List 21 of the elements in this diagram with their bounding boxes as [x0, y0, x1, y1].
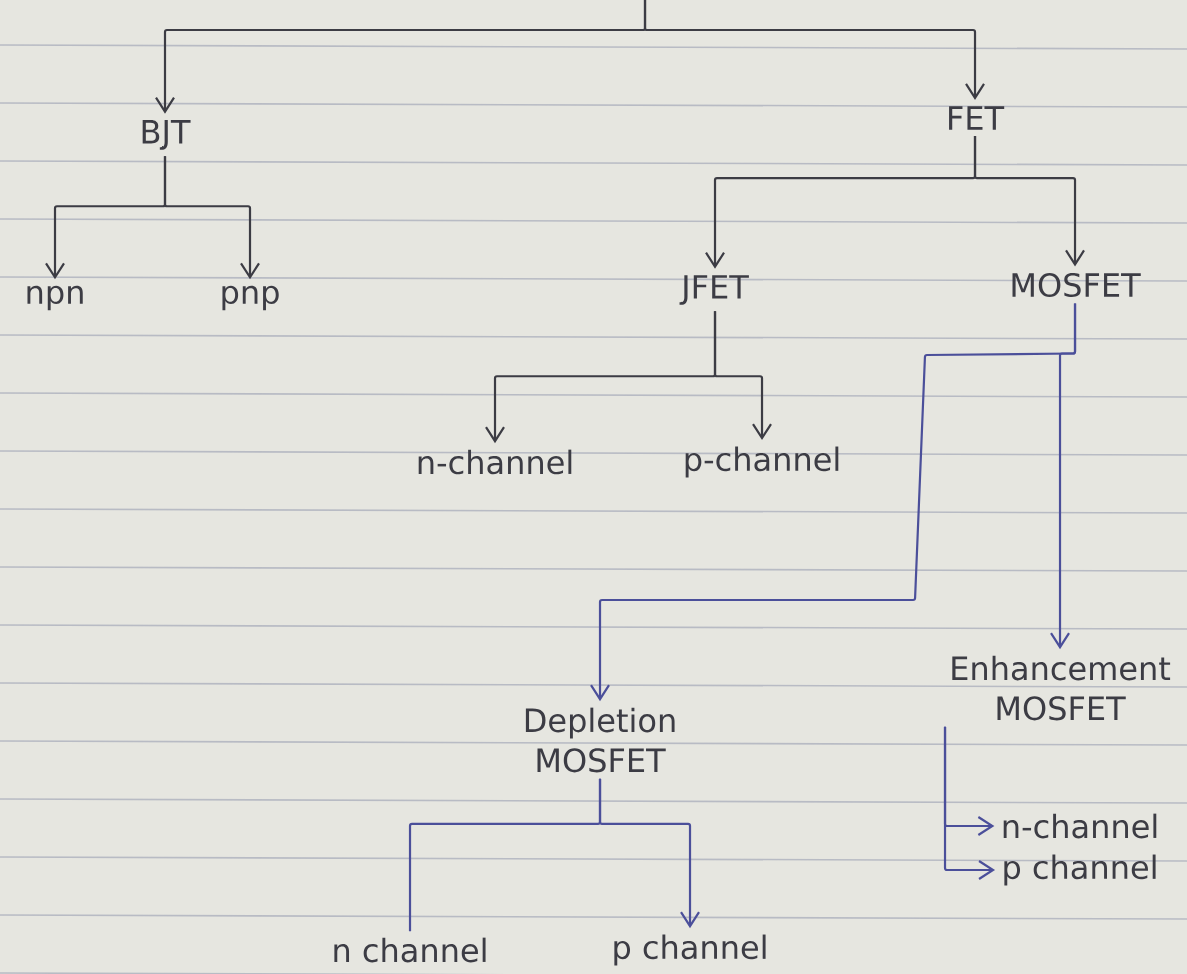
term-label: p channel [614, 934, 766, 966]
term-label: FET [949, 106, 1005, 130]
term-label: npn [27, 285, 83, 311]
term-label: JFET [679, 275, 749, 305]
arrow [1050, 303, 1077, 650]
term-label: Enhancement MOSFET [952, 655, 1171, 721]
arrow [973, 136, 1085, 267]
arrow [713, 311, 772, 441]
term-label: n channel [334, 937, 486, 963]
arrow [598, 778, 700, 929]
term-label: Depletion MOSFET [525, 707, 675, 773]
term-label: n-channel [1003, 813, 1157, 839]
term-label: n-channel [418, 449, 572, 475]
term-label: p-channel [685, 446, 839, 478]
term-label: pnp [222, 285, 279, 311]
arrow [943, 726, 996, 880]
term-label: p channel [1004, 854, 1156, 886]
arrow [643, 0, 985, 100]
arrow [163, 156, 260, 280]
term-label: BJT [142, 120, 191, 150]
term-label: MOSFET [1012, 272, 1141, 298]
